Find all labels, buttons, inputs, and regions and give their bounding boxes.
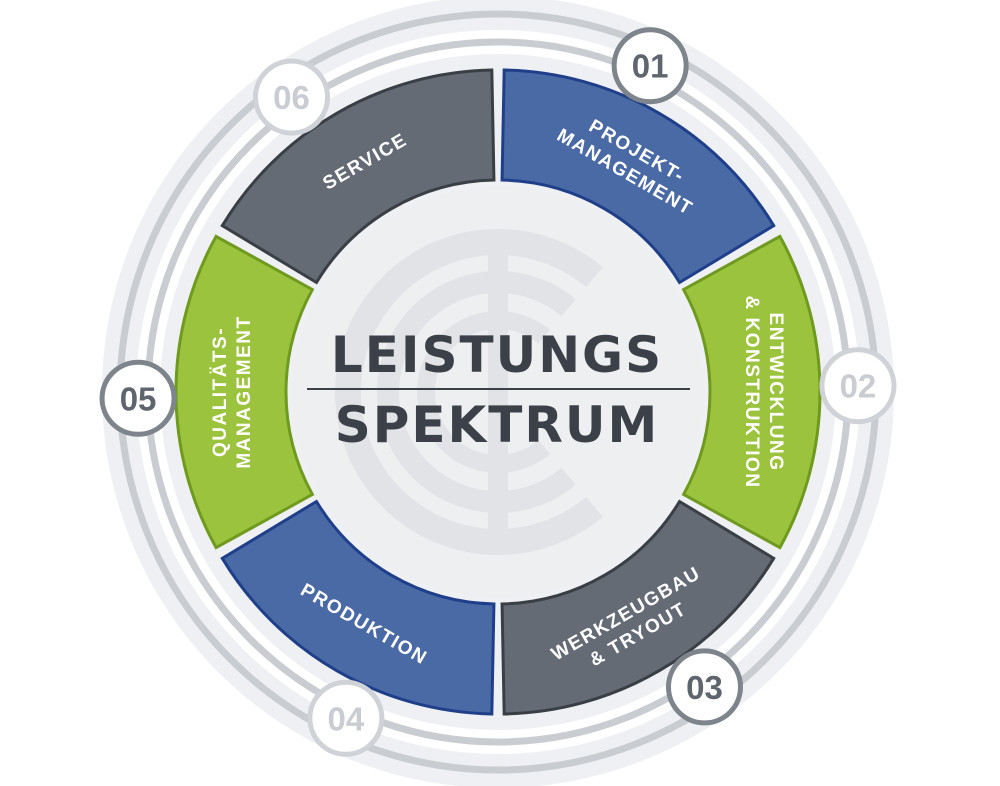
segment-label-line: & KONSTRUKTION — [741, 295, 762, 488]
segment-entwicklung-konstruktion[interactable]: ENTWICKLUNG& KONSTRUKTION — [681, 234, 822, 550]
number-badges: 01 02 03 04 05 06 — [99, 27, 897, 757]
segment-produktion[interactable]: PRODUKTION — [220, 499, 496, 716]
segment-service[interactable]: SERVICE — [220, 68, 496, 285]
badge-circle — [819, 347, 897, 425]
number-badge-05: 05 — [99, 359, 177, 437]
center-emblem — [292, 186, 704, 598]
badge-number: 06 — [273, 79, 310, 116]
badge-number: 02 — [840, 368, 877, 405]
badge-circle — [307, 679, 385, 757]
segment-shape — [500, 68, 776, 285]
center-title: LEISTUNGS SPEKTRUM — [307, 326, 690, 454]
badge-number: 05 — [120, 380, 157, 417]
number-badge-02: 02 — [819, 347, 897, 425]
segment-label: ENTWICKLUNG& KONSTRUKTION — [741, 295, 786, 488]
badge-circle — [99, 359, 177, 437]
segment-label-line: ENTWICKLUNG — [765, 313, 786, 472]
badge-number: 03 — [686, 669, 723, 706]
badge-circle — [611, 27, 689, 105]
segment-shape — [220, 499, 496, 716]
segment-label-line: MANAGEMENT — [234, 315, 255, 468]
segment-label: QUALITÄTS-MANAGEMENT — [210, 315, 255, 468]
badge-number: 01 — [632, 48, 669, 85]
emblem-bar — [488, 242, 508, 542]
title-line-2: SPEKTRUM — [335, 396, 660, 454]
badge-circle — [253, 58, 331, 136]
number-badge-03: 03 — [665, 648, 743, 726]
badge-number: 04 — [327, 700, 364, 737]
number-badge-01: 01 — [611, 27, 689, 105]
segment-qualitaetsmanagement[interactable]: QUALITÄTS-MANAGEMENT — [174, 234, 315, 550]
segment-shape — [220, 68, 496, 285]
segment-shape — [174, 234, 315, 550]
title-line-1: LEISTUNGS — [331, 326, 663, 384]
number-badge-06: 06 — [253, 58, 331, 136]
badge-circle — [665, 648, 743, 726]
number-badge-04: 04 — [307, 679, 385, 757]
segment-shape — [681, 234, 822, 550]
segment-shape — [500, 499, 776, 716]
segment-label-line: QUALITÄTS- — [210, 327, 231, 457]
